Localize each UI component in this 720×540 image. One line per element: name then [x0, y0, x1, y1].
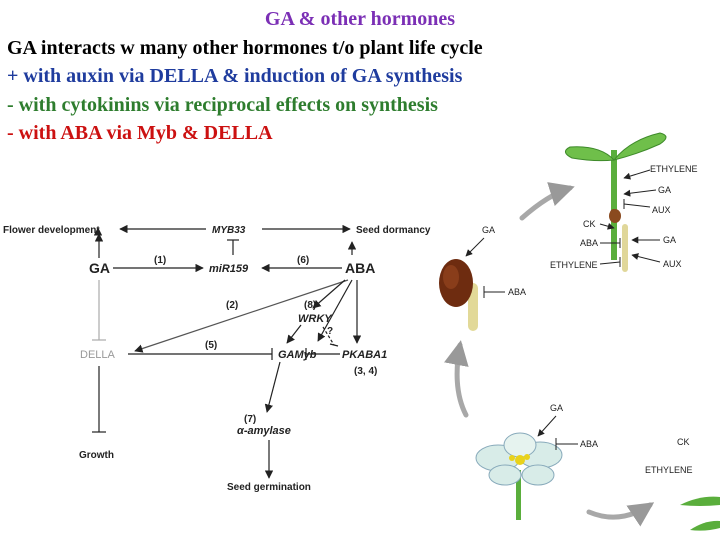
- label-ga: GA: [89, 260, 110, 276]
- label-seed-dormancy: Seed dormancy: [356, 225, 431, 236]
- label-mir159: miR159: [209, 263, 249, 275]
- label-alpha-amylase: α-amylase: [237, 425, 291, 437]
- seed-aba-label: ABA: [508, 287, 526, 297]
- text-line-1: GA interacts w many other hormones t/o p…: [7, 37, 483, 59]
- seedling-illustration: [565, 132, 667, 260]
- flower-aba-label: ABA: [580, 439, 598, 449]
- germinating-ck-label: CK: [583, 219, 596, 229]
- label-step-5: (5): [205, 340, 217, 351]
- flower-illustration: [475, 432, 563, 520]
- seedling-aux-label: AUX: [652, 205, 671, 215]
- seedling-ga-label: GA: [658, 185, 671, 195]
- seed-arrows: [465, 237, 505, 298]
- germinating-ga-label: GA: [663, 235, 676, 245]
- flower-arrows: [537, 415, 578, 450]
- label-wrky: WRKY: [298, 313, 333, 325]
- label-question: ?: [327, 326, 333, 337]
- label-myb33: MYB33: [212, 225, 246, 236]
- pathway-diagram: Flower development MYB33 Seed dormancy G…: [3, 224, 431, 493]
- label-flower-development: Flower development: [3, 225, 100, 236]
- edge-leaves: [680, 496, 720, 531]
- germinating-arrows: [599, 222, 661, 267]
- seed-ga-label: GA: [482, 225, 495, 235]
- slide-title: GA & other hormones: [264, 8, 456, 30]
- label-gamyb: GAMyb: [278, 349, 317, 361]
- cycle-arrows: [444, 182, 655, 527]
- label-step-2: (2): [226, 300, 238, 311]
- text-line-3: - with cytokinins via reciprocal effects…: [7, 94, 438, 116]
- germinating-ethylene-label: ETHYLENE: [550, 260, 598, 270]
- pathway-arrows: [92, 224, 362, 479]
- label-pkaba1: PKABA1: [342, 349, 387, 361]
- text-line-4: - with ABA via Myb & DELLA: [7, 122, 273, 144]
- label-step-1: (1): [154, 255, 166, 266]
- label-step-3-4: (3, 4): [354, 366, 377, 377]
- text-line-2: + with auxin via DELLA & induction of GA…: [7, 65, 463, 87]
- germinating-aba-label: ABA: [580, 238, 598, 248]
- label-step-6: (6): [297, 255, 309, 266]
- edge-ethylene-label: ETHYLENE: [645, 465, 693, 475]
- germinating-aux-label: AUX: [663, 259, 682, 269]
- label-seed-germination: Seed germination: [227, 482, 311, 493]
- della-inhibition-bar: [92, 280, 106, 341]
- label-growth: Growth: [79, 450, 114, 461]
- seedling-ethylene-label: ETHYLENE: [650, 164, 698, 174]
- label-della: DELLA: [80, 349, 116, 361]
- flower-ga-label: GA: [550, 403, 563, 413]
- seedling-arrows: [623, 169, 657, 209]
- germinating-seed-illustration: [609, 209, 628, 272]
- label-aba: ABA: [345, 260, 375, 276]
- label-step-8: (8): [304, 300, 316, 311]
- life-cycle-diagram: ETHYLENE GA AUX CK ABA ETHYLENE GA AUX: [439, 132, 720, 531]
- seed-illustration: [439, 259, 478, 331]
- edge-ck-label: CK: [677, 437, 690, 447]
- label-step-7: (7): [244, 414, 256, 425]
